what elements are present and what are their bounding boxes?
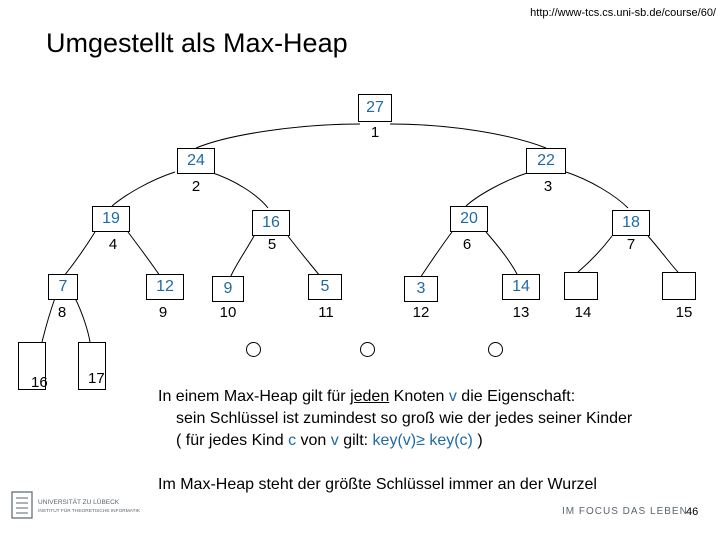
empty-circle: [246, 342, 261, 357]
leaf-box-left: [18, 342, 46, 390]
node-6-key: 20: [450, 206, 488, 232]
node-3-index: 3: [543, 178, 553, 195]
svg-text:UNIVERSITÄT ZU LÜBECK: UNIVERSITÄT ZU LÜBECK: [38, 498, 120, 506]
node-9-index: 9: [158, 304, 168, 321]
leaf-box-right: [78, 342, 106, 390]
property-line-2: sein Schlüssel ist zumindest so groß wie…: [176, 410, 633, 427]
node-3-key: 22: [526, 148, 566, 174]
node-2-index: 2: [191, 178, 201, 195]
node-11-key: 5: [308, 274, 342, 300]
root-property-line: Im Max-Heap steht der größte Schlüssel i…: [158, 476, 597, 493]
node-14-index: 14: [574, 304, 592, 321]
property-line-1: In einem Max-Heap gilt für jeden Knoten …: [158, 388, 576, 405]
node-7-index: 7: [626, 236, 636, 253]
source-url[interactable]: http://www-tcs.cs.uni-sb.de/course/60/: [530, 7, 716, 19]
node-8-index: 8: [57, 304, 67, 321]
node-12-key: 3: [404, 276, 438, 302]
svg-text:INSTITUT FÜR THEORETISCHE INFO: INSTITUT FÜR THEORETISCHE INFORMATIK: [38, 507, 141, 514]
node-14-key: [564, 272, 598, 300]
node-4-index: 4: [108, 236, 118, 253]
node-12-index: 12: [412, 304, 430, 321]
page-number: 46: [686, 506, 699, 518]
node-1-index: 1: [370, 124, 380, 141]
node-2-key: 24: [177, 148, 215, 174]
property-line-3: ( für jedes Kind c von v gilt: key(v)≥ k…: [176, 432, 483, 449]
node-15-key: [662, 272, 696, 300]
slide-title: Umgestellt als Max-Heap: [46, 28, 348, 58]
node-10-index: 10: [219, 304, 237, 321]
node-1-key: 27: [358, 94, 392, 122]
footer-slogan: IM FOCUS DAS LEBEN: [562, 506, 688, 517]
empty-circle: [360, 342, 375, 357]
node-13-key: 14: [502, 274, 540, 300]
node-13-index: 13: [512, 304, 530, 321]
node-6-index: 6: [462, 236, 472, 253]
leaf-value-left: 16: [31, 374, 48, 391]
node-11-index: 11: [318, 304, 334, 321]
node-9-key: 12: [146, 274, 184, 300]
node-10-key: 9: [212, 276, 244, 302]
node-8-key: 7: [48, 274, 78, 300]
leaf-value-right: 17: [88, 370, 105, 387]
empty-circle: [488, 342, 503, 357]
node-4-key: 19: [92, 206, 130, 232]
university-logo: UNIVERSITÄT ZU LÜBECK INSTITUT FÜR THEOR…: [10, 490, 170, 520]
node-7-key: 18: [612, 210, 650, 236]
node-5-index: 5: [267, 236, 277, 253]
node-15-index: 15: [675, 304, 693, 321]
node-5-key: 16: [252, 210, 290, 236]
